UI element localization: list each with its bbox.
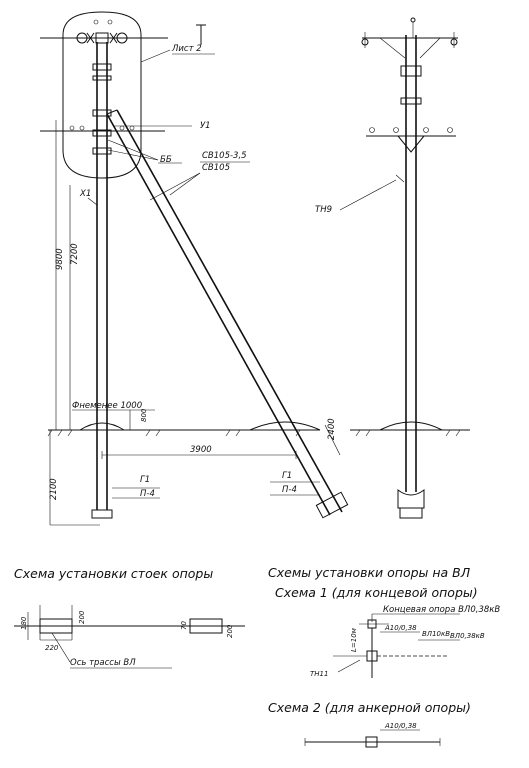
label-g1-right: Г1 (282, 471, 292, 481)
label-u1: У1 (200, 121, 211, 131)
dim-200a: 200 (78, 610, 86, 624)
sheet-ref-leader (140, 49, 171, 63)
label-g1-left: Г1 (140, 475, 150, 485)
schema-stoek: Схема установки стоек опоры 180 200 220 … (14, 566, 245, 669)
vl10-label: ВЛ10кВ (422, 630, 450, 638)
dim-200b: 200 (226, 624, 234, 638)
schema-vl-title: Схемы установки опоры на ВЛ (268, 565, 471, 580)
label-sv2: СВ105 (202, 163, 230, 173)
dim-180: 180 (20, 616, 28, 630)
dim-2400: 2400 (327, 418, 337, 440)
axis-label: Ось трассы ВЛ (70, 658, 136, 668)
dim-min-1000: Фнеменее 1000 (72, 401, 142, 411)
schema-stoek-title: Схема установки стоек опоры (14, 566, 213, 581)
label-x1: Х1 (79, 189, 91, 199)
label-bb: ББ (160, 155, 172, 165)
strut-brace (106, 109, 349, 519)
ground-line-left (47, 421, 321, 437)
dim-800: 800 (140, 408, 148, 422)
vl038-label: ВЛ0,38кВ (450, 632, 485, 640)
dim-3900: 3900 (190, 445, 212, 455)
schema-vl: Схемы установки опоры на ВЛ Схема 1 (для… (268, 565, 500, 748)
dim-220: 220 (45, 644, 59, 652)
end-support-label: Концевая опора ВЛ0,38кВ (383, 605, 500, 615)
detail-callout-outline (62, 11, 142, 179)
label-p4-left: П-4 (140, 489, 155, 499)
dim-9800: 9800 (55, 248, 65, 270)
a10-label-1: А10/0,38 (384, 624, 417, 632)
right-elevation: ТН9 (315, 17, 470, 519)
a10-label-2: А10/0,38 (384, 722, 417, 730)
dim-7200: 7200 (70, 243, 80, 265)
tn11-label: ТН11 (310, 670, 328, 678)
vertical-dimensions (49, 120, 100, 526)
dim-70: 70 (180, 621, 188, 630)
schema1-title: Схема 1 (для концевой опоры) (275, 585, 478, 600)
dim-2100-left: 2100 (49, 478, 59, 500)
section-mark (196, 24, 206, 45)
left-elevation: Лист 2 У1 ББ (40, 11, 349, 526)
top-insulators (76, 19, 128, 44)
left-pole (91, 42, 113, 519)
label-sv1: СВ105-3,5 (202, 151, 247, 161)
label-p4-right: П-4 (282, 485, 297, 495)
schema2-title: Схема 2 (для анкерной опоры) (268, 700, 471, 715)
label-tn9: ТН9 (315, 205, 332, 215)
sheet-ref: Лист 2 (171, 44, 202, 54)
l-label: L=10м (350, 627, 358, 652)
